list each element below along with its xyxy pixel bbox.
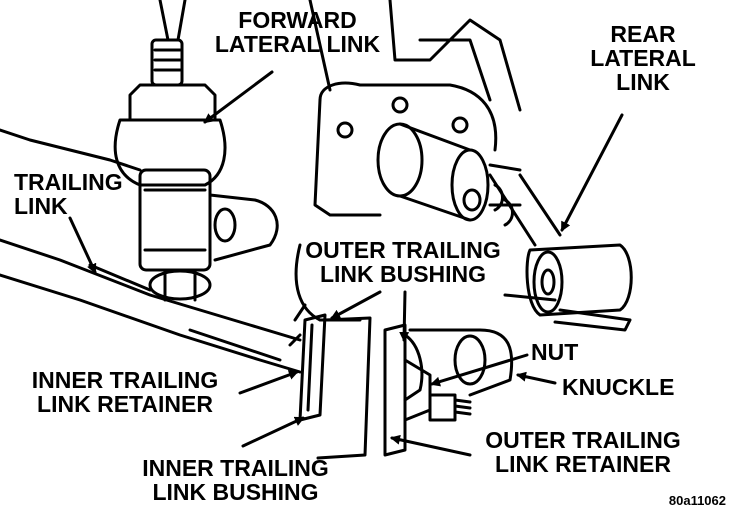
trailing-link-shape — [0, 128, 302, 374]
forward-lateral-link-shape — [113, 0, 279, 302]
knuckle-shape — [294, 0, 522, 397]
outer-trailing-link-bushing-label: OUTER TRAILING LINK BUSHING — [305, 237, 501, 287]
rear-lateral-link-shape — [488, 173, 633, 332]
nut-label: NUT — [531, 339, 579, 365]
inner-trailing-link-retainer-label: INNER TRAILING LINK RETAINER — [31, 367, 219, 417]
forward-lateral-link-label: FORWARD LATERAL LINK — [214, 7, 381, 57]
inner-retainer-shape — [288, 303, 372, 460]
outer-retainer-shape — [383, 323, 472, 457]
callout-arrows — [68, 70, 624, 457]
knuckle-label: KNUCKLE — [562, 374, 675, 400]
inner-trailing-link-bushing-label: INNER TRAILING LINK BUSHING — [142, 455, 329, 505]
rear-lateral-link-label: REAR LATERAL LINK — [590, 21, 696, 95]
trailing-link-label: TRAILING LINK — [14, 169, 123, 219]
figure-code: 80a11062 — [668, 493, 726, 508]
outer-trailing-link-retainer-label: OUTER TRAILING LINK RETAINER — [485, 427, 681, 477]
